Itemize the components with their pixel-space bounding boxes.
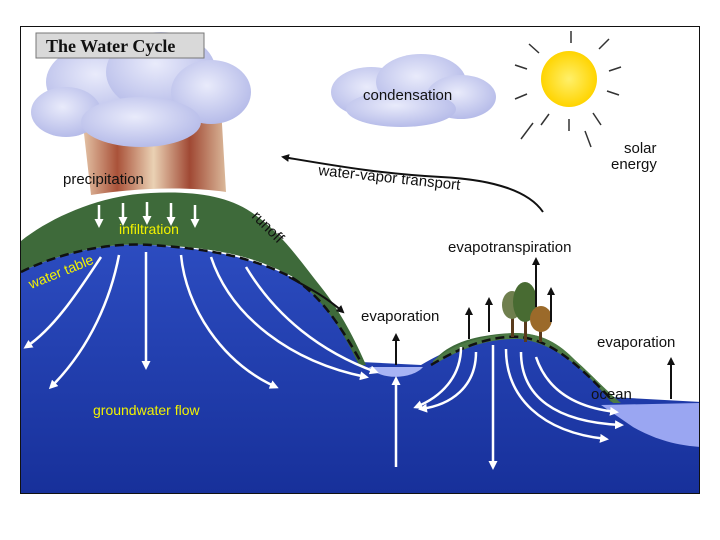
water-table-line [21, 243, 363, 363]
diagram-frame: The Water Cycle condensation precipitati… [20, 26, 700, 494]
land-hill-right-cap [433, 333, 621, 403]
label-groundwater-flow: groundwater flow [93, 402, 201, 418]
water-table-line-right [430, 335, 612, 400]
groundwater-body [21, 244, 699, 493]
label-evaporation-land: evaporation [361, 308, 439, 325]
label-precipitation: precipitation [63, 171, 144, 188]
water-vapor-transport-arrow [281, 154, 544, 213]
label-evaporation-ocean: evaporation [597, 334, 675, 351]
label-evapotranspiration: evapotranspiration [448, 239, 571, 256]
runoff-arrow [288, 276, 345, 314]
tree-icon [502, 282, 552, 342]
label-infiltration: infiltration [119, 221, 179, 237]
land-hill-left [21, 192, 366, 365]
title-box: The Water Cycle [35, 32, 205, 59]
condensation-cloud-icon [331, 54, 496, 127]
groundwater-flow-arrows [23, 252, 624, 470]
water-cycle-diagram: The Water Cycle condensation precipitati… [21, 31, 699, 493]
label-water-vapor-transport: water-vapor transport [317, 162, 462, 194]
label-condensation: condensation [363, 87, 452, 104]
evaporation-arrows [392, 257, 675, 399]
ocean-water [601, 403, 699, 447]
sun-icon [514, 31, 622, 148]
title: The Water Cycle [46, 36, 175, 56]
infiltration-arrows [94, 202, 200, 228]
pond-water [369, 367, 423, 377]
label-solar: solar [624, 140, 657, 157]
label-energy: energy [611, 156, 657, 173]
label-ocean: ocean [591, 386, 632, 403]
